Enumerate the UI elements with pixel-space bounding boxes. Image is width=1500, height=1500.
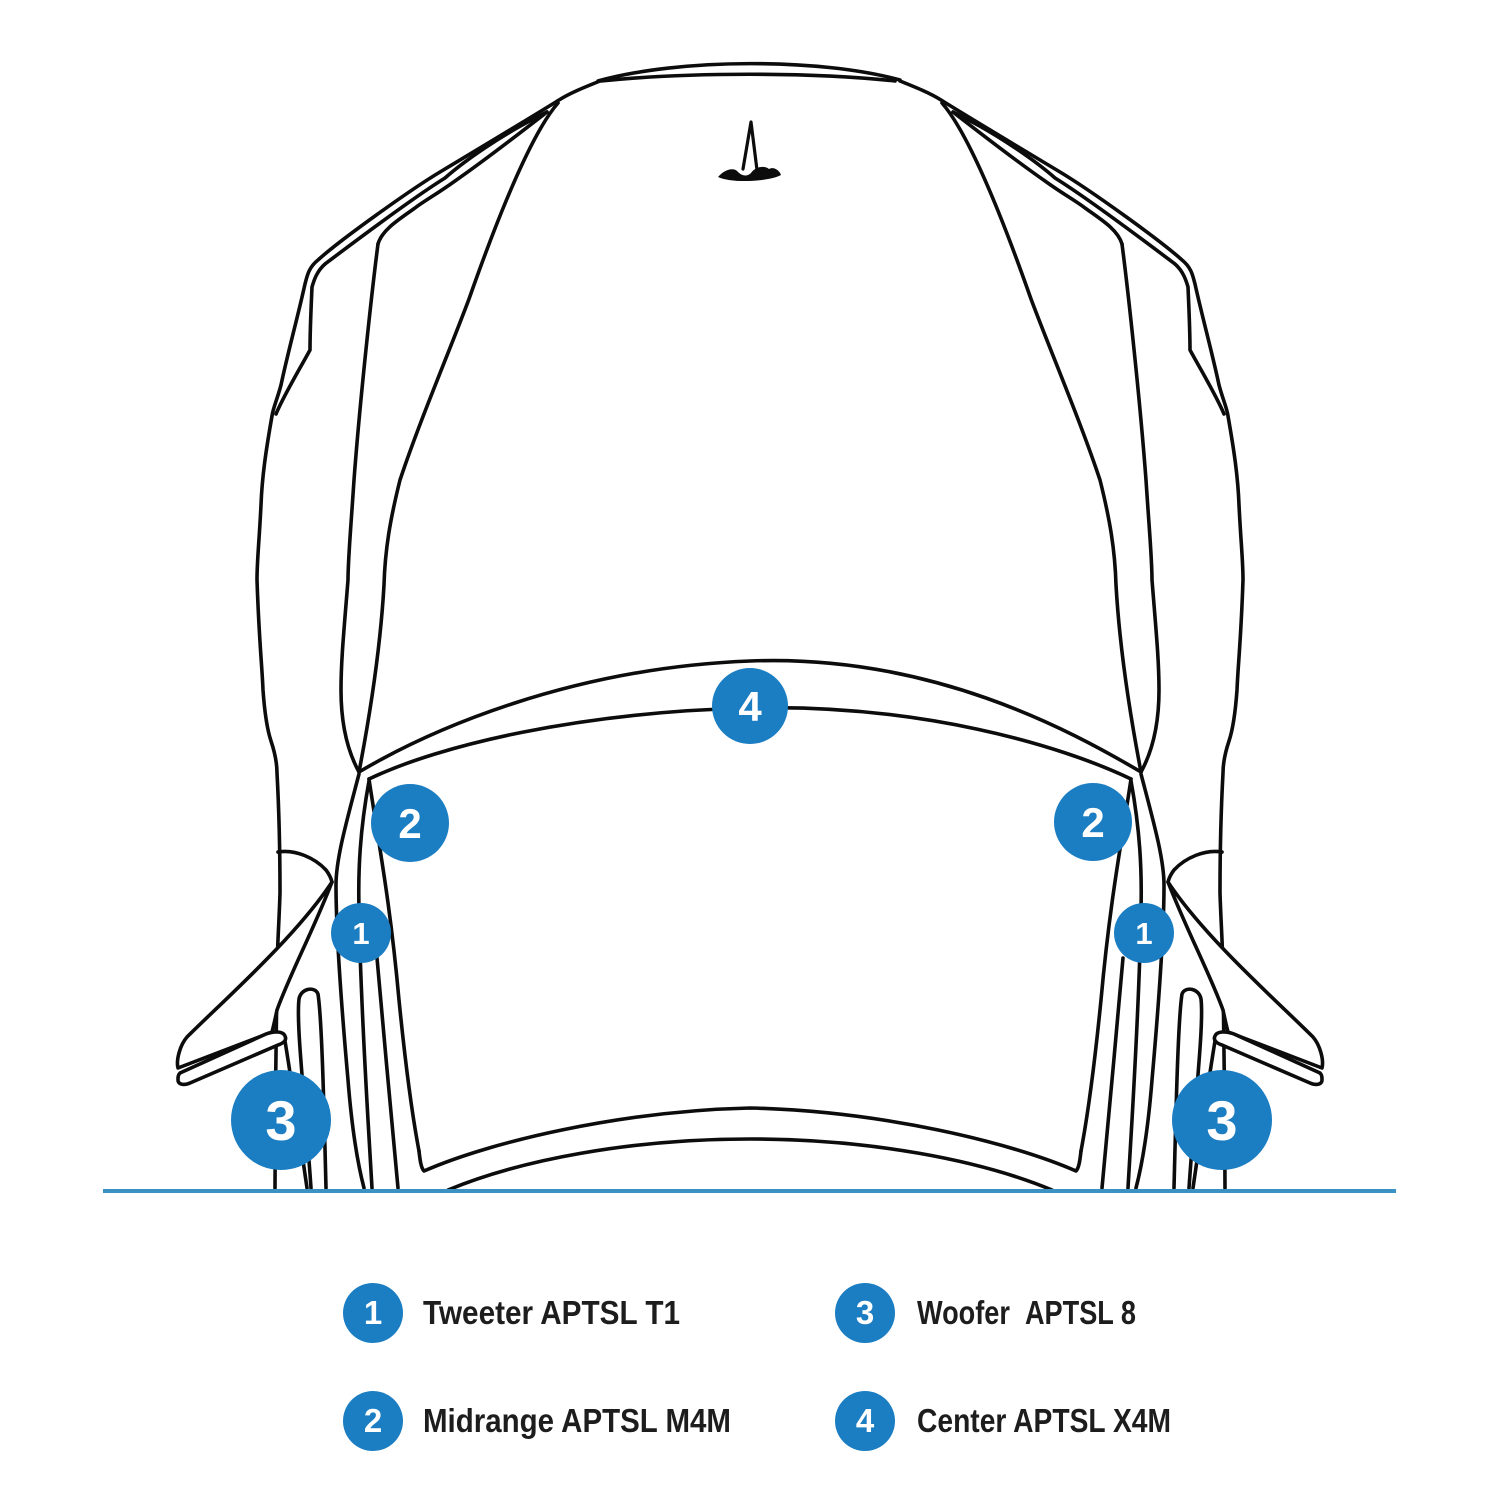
svg-text:2: 2: [398, 800, 421, 847]
svg-text:2: 2: [1081, 799, 1104, 846]
svg-text:Midrange APTSL M4M: Midrange APTSL M4M: [423, 1402, 731, 1439]
svg-text:4: 4: [856, 1402, 875, 1439]
svg-text:3: 3: [856, 1294, 874, 1331]
svg-text:1: 1: [364, 1294, 382, 1331]
svg-text:4: 4: [738, 683, 762, 730]
svg-text:Center APTSL X4M: Center APTSL X4M: [917, 1402, 1171, 1439]
svg-text:3: 3: [1206, 1089, 1237, 1152]
svg-text:2: 2: [364, 1402, 382, 1439]
svg-text:1: 1: [352, 916, 369, 951]
svg-text:1: 1: [1135, 916, 1152, 951]
svg-text:Woofer APTSL 8: Woofer APTSL 8: [917, 1294, 1136, 1331]
svg-text:Tweeter APTSL T1: Tweeter APTSL T1: [423, 1294, 680, 1331]
svg-text:3: 3: [265, 1089, 296, 1152]
